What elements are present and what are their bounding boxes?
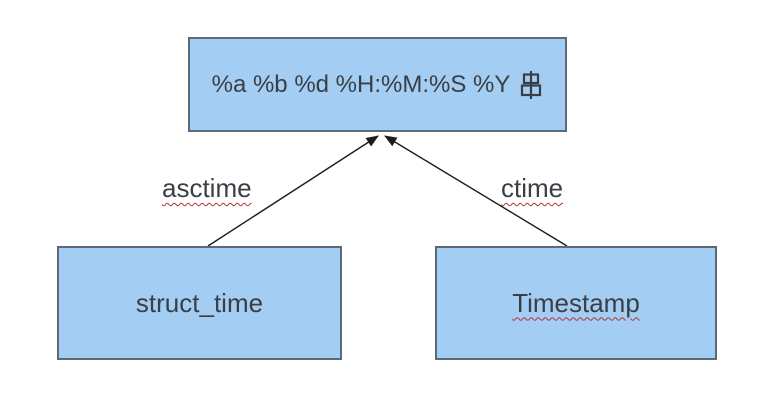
edge-asctime-arrow xyxy=(207,135,379,247)
node-format-string: %a %b %d %H:%M:%S %Y串 xyxy=(188,37,567,132)
edge-label-ctime-text: ctime xyxy=(501,173,564,203)
edge-ctime-arrow xyxy=(384,135,568,247)
node-struct-time-label: struct_time xyxy=(135,287,264,318)
format-string-text: %a %b %d %H:%M:%S %Y xyxy=(211,70,511,98)
edge-label-ctime: ctime xyxy=(501,173,563,204)
node-timestamp-label: Timestamp xyxy=(512,287,640,318)
edge-label-asctime: asctime xyxy=(162,173,252,204)
node-struct-time: struct_time xyxy=(57,246,342,360)
cjk-string-character-icon xyxy=(521,70,542,99)
node-timestamp: Timestamp xyxy=(435,246,717,360)
edge-label-asctime-text: asctime xyxy=(162,173,252,203)
